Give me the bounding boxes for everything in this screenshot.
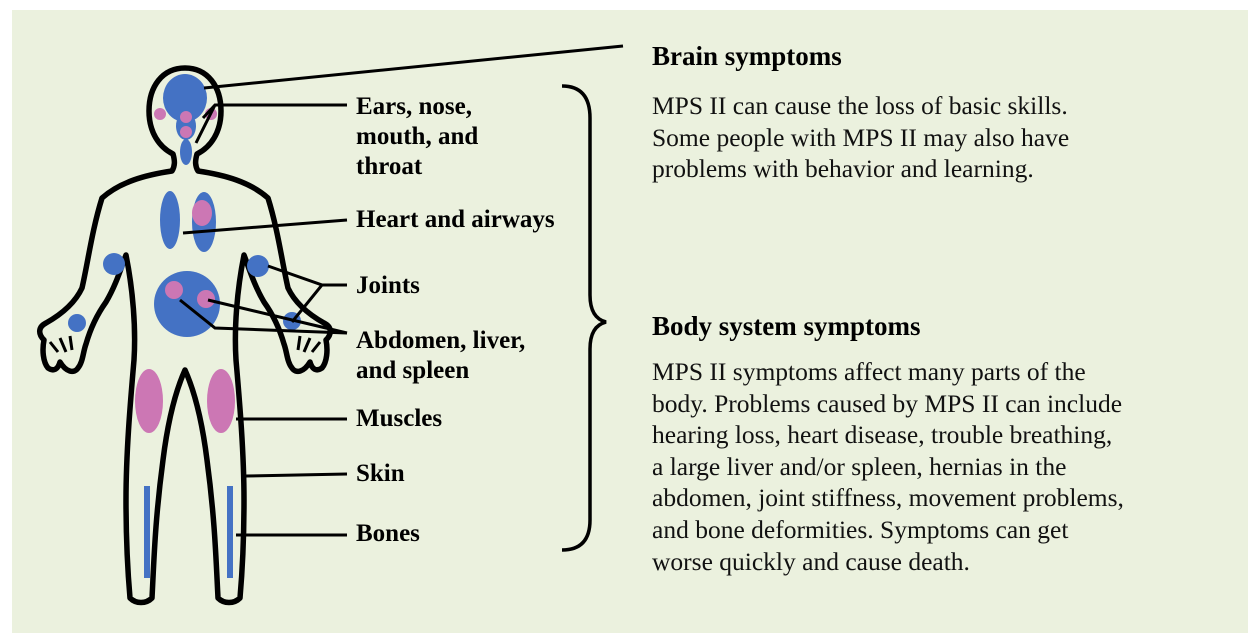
brain-symptoms-heading: Brain symptoms xyxy=(652,40,842,72)
left-lung-spot xyxy=(160,191,180,249)
left-thigh-muscle xyxy=(135,369,163,433)
body-system-symptoms-heading: Body system symptoms xyxy=(652,310,921,342)
ears-nose-mouth-throat-label: Ears, nose, mouth, and throat xyxy=(356,92,478,182)
liver-spot xyxy=(165,281,183,299)
brain-symptoms-text: MPS II can cause the loss of basic skill… xyxy=(652,90,1069,185)
left-elbow-spot xyxy=(103,253,125,275)
heart-airways-label: Heart and airways xyxy=(356,205,555,235)
abdomen-liver-spleen-label: Abdomen, liver, and spleen xyxy=(356,326,525,386)
spleen-spot xyxy=(197,290,215,308)
body-system-symptoms-text: MPS II symptoms affect many parts of the… xyxy=(652,356,1124,577)
muscles-label: Muscles xyxy=(356,404,442,434)
heart-spot xyxy=(192,200,212,226)
nose-spot xyxy=(180,111,192,123)
joints-label: Joints xyxy=(356,271,420,301)
left-shin-bone xyxy=(144,486,150,578)
right-shin-bone xyxy=(227,486,233,578)
mouth-spot xyxy=(180,126,192,138)
brain-leader-line xyxy=(204,46,623,88)
left-ear-spot xyxy=(154,108,166,120)
right-thigh-muscle xyxy=(207,369,235,433)
skin-leader-line xyxy=(246,474,347,476)
grouping-brace xyxy=(562,86,606,550)
skin-label: Skin xyxy=(356,459,405,489)
throat-spot xyxy=(180,139,192,165)
bones-label: Bones xyxy=(356,519,420,549)
right-hand-fingers xyxy=(298,336,320,352)
left-hand-fingers xyxy=(50,336,72,352)
left-wrist-spot xyxy=(68,314,86,332)
right-elbow-spot xyxy=(247,255,269,277)
